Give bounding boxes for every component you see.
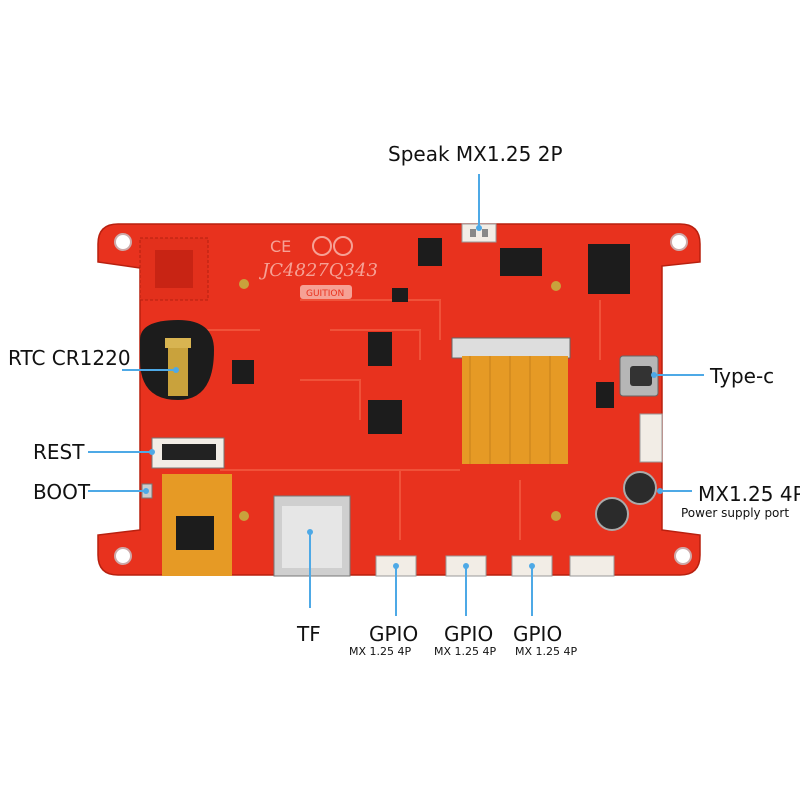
tf-card-slot xyxy=(273,495,351,577)
logo-text: GUITION xyxy=(306,289,344,299)
logo-plate xyxy=(300,285,352,299)
lcd-fpc-cable xyxy=(451,337,571,464)
reset-fpc-connector xyxy=(151,437,225,469)
main-ic xyxy=(368,400,402,434)
gpio-1-subtitle: MX 1.25 4P xyxy=(349,645,412,658)
right-connector xyxy=(639,413,663,463)
board-model-silk: JC4827Q343 xyxy=(258,260,378,281)
power-port-subtitle: Power supply port xyxy=(681,506,790,520)
tf-label: TF xyxy=(297,622,321,646)
pcb-board xyxy=(97,223,701,576)
mount-hole-icon xyxy=(114,547,132,565)
power-port-title: MX1.25 4P xyxy=(698,482,800,506)
gpio-1-title: GPIO xyxy=(369,622,419,646)
rest-label: REST xyxy=(33,440,85,464)
ce-mark: CE xyxy=(270,237,291,256)
rtc-battery-holder xyxy=(140,320,214,400)
gpio-2-subtitle: MX 1.25 4P xyxy=(434,645,497,658)
capacitors xyxy=(595,471,657,531)
rtc-label: RTC CR1220 xyxy=(8,346,131,370)
gpio-3-subtitle: MX 1.25 4P xyxy=(515,645,578,658)
callout-lines xyxy=(88,174,704,616)
gpio-3-title: GPIO xyxy=(513,622,563,646)
mount-hole-icon xyxy=(674,547,692,565)
boot-label: BOOT xyxy=(33,480,91,504)
touch-fpc xyxy=(162,474,232,576)
type-c-port xyxy=(619,355,659,397)
cert-marks xyxy=(312,236,353,256)
test-pads xyxy=(239,279,561,521)
gpio-2-title: GPIO xyxy=(444,622,494,646)
callout-dots xyxy=(143,225,663,569)
ics xyxy=(232,238,630,434)
mount-hole-icon xyxy=(670,233,688,251)
type-c-label: Type-c xyxy=(710,364,775,388)
mount-hole-icon xyxy=(114,233,132,251)
speak-label: Speak MX1.25 2P xyxy=(388,142,563,166)
module-shield xyxy=(139,237,209,301)
